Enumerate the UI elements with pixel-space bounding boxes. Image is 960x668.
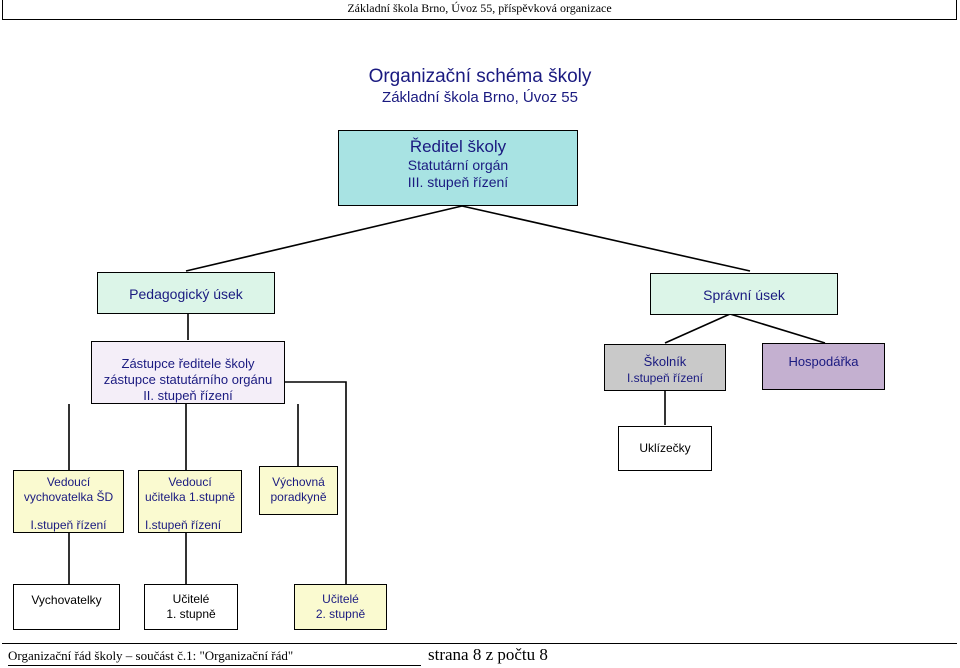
vedouci-ucitelka-level: I.stupeň řízení: [145, 518, 222, 532]
footer-divider: [2, 643, 957, 644]
footer-page-number: strana 8 z počtu 8: [428, 645, 548, 664]
pedagogicky-usek-box: Pedagogický úsek: [97, 272, 275, 314]
spravni-usek-label: Správní úsek: [703, 287, 785, 303]
ucitele-1-box: Učitelé 1. stupně: [144, 584, 238, 630]
connector-director-pedagogicky: [185, 205, 463, 272]
director-role: Statutární orgán: [407, 157, 509, 173]
director-level: III. stupeň řízení: [407, 174, 509, 190]
vychovna-poradkyne-title: Výchovná: [272, 475, 325, 489]
header-text: Základní škola Brno, Úvoz 55, příspěvkov…: [347, 1, 612, 15]
connector-spravni-hospodarka: [729, 313, 826, 344]
chart-title: Organizační schéma školy: [368, 66, 592, 87]
ucitele-1-level: 1. stupně: [166, 607, 216, 621]
vychovna-poradkyne-role: poradkyně: [270, 490, 327, 504]
skolnik-box: Školník I.stupeň řízení: [604, 344, 726, 391]
ucitele-2-level: 2. stupně: [315, 607, 366, 621]
director-box: Ředitel školy Statutární orgán III. stup…: [338, 130, 578, 206]
spravni-usek-box: Správní úsek: [650, 273, 838, 315]
footer-document-reference: Organizační řád školy – součást č.1: "Or…: [8, 648, 294, 663]
zastupce-box: Zástupce ředitele školy zástupce statutá…: [91, 341, 285, 404]
uklizecky-label: Uklízečky: [639, 441, 691, 455]
zastupce-title: Zástupce ředitele školy: [121, 356, 255, 371]
vychovatelky-label: Vychovatelky: [31, 593, 102, 607]
page-header: Základní škola Brno, Úvoz 55, příspěvkov…: [2, 0, 957, 20]
vedouci-sd-role: vychovatelka ŠD: [23, 490, 114, 504]
director-title: Ředitel školy: [409, 137, 507, 156]
footer-underline: [8, 665, 421, 666]
ucitele-2-title: Učitelé: [322, 592, 359, 606]
vedouci-sd-box: Vedoucí vychovatelka ŠD I.stupeň řízení: [13, 470, 124, 533]
chart-subtitle: Základní škola Brno, Úvoz 55: [382, 89, 578, 106]
pedagogicky-usek-label: Pedagogický úsek: [129, 286, 243, 302]
connector-zastupce-ucitele2: [280, 381, 347, 584]
zastupce-level: II. stupeň řízení: [143, 388, 233, 403]
connector-director-spravni: [461, 205, 751, 272]
uklizecky-box: Uklízečky: [618, 426, 712, 471]
vedouci-sd-title: Vedoucí: [46, 475, 91, 489]
vedouci-ucitelka-box: Vedoucí učitelka 1.stupně I.stupeň řízen…: [138, 470, 242, 533]
skolnik-level: I.stupeň řízení: [626, 371, 704, 385]
vedouci-ucitelka-title: Vedoucí: [168, 475, 212, 489]
hospodarka-box: Hospodářka: [762, 343, 885, 390]
connector-spravni-skolnik: [664, 313, 731, 344]
vedouci-sd-level: I.stupeň řízení: [30, 518, 107, 532]
zastupce-role: zástupce statutárního orgánu: [103, 372, 273, 387]
skolnik-title: Školník: [643, 354, 687, 369]
hospodarka-label: Hospodářka: [788, 354, 859, 369]
ucitele-1-title: Učitelé: [172, 592, 210, 606]
ucitele-2-box: Učitelé 2. stupně: [294, 584, 387, 630]
vychovatelky-box: Vychovatelky: [13, 584, 120, 630]
vychovna-poradkyne-box: Výchovná poradkyně: [259, 466, 338, 515]
vedouci-ucitelka-role: učitelka 1.stupně: [144, 490, 236, 504]
